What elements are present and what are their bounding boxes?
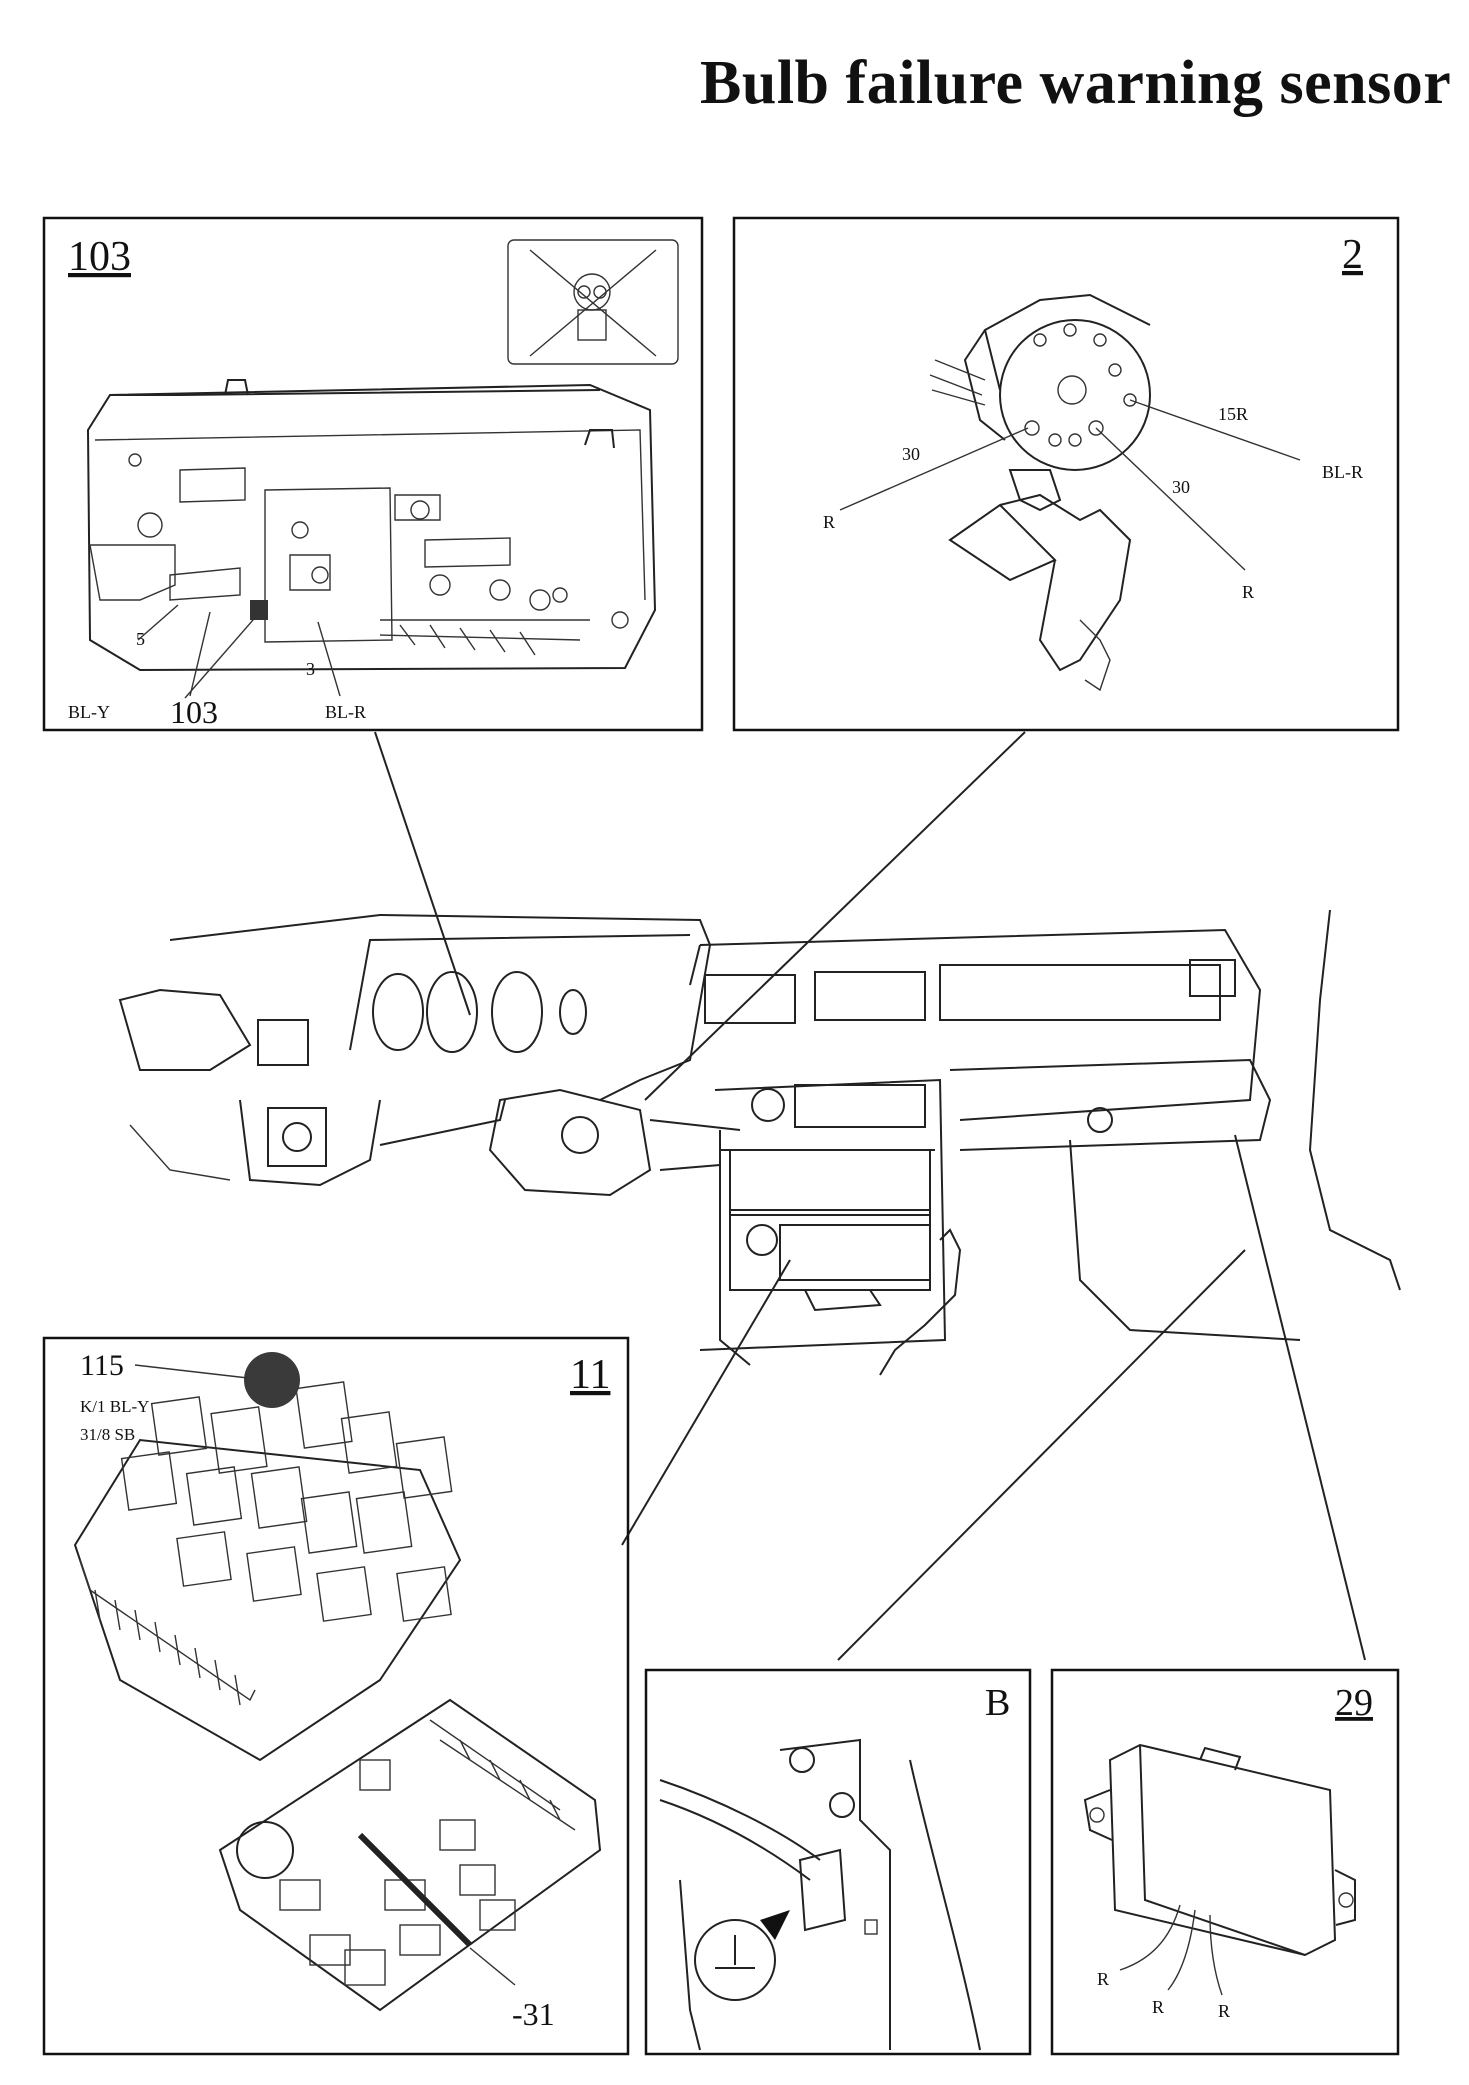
label-sensor-r2: R [1152,1997,1164,2017]
label-pin15r: 15R [1218,404,1248,424]
label-sensor-r1: R [1097,1969,1109,1989]
label-pin30-right: 30 [1172,477,1190,497]
label-ground-31: -31 [512,1996,555,2032]
leader-switch [644,731,1026,1101]
label-pin30-left: 30 [902,444,920,464]
label-pin3: 3 [306,659,315,679]
label-31-8-sb: 31/8 SB [80,1425,135,1444]
fuse-box-drawing [218,1698,602,2012]
panel-ground: B [644,1668,1032,2056]
leader-relay [621,1259,791,1546]
panel-sensor-frame [1050,1668,1400,2056]
page-title: Bulb failure warning sensor [700,49,1452,117]
label-wire-blr-switch: BL-R [1322,462,1363,482]
label-connector-103: 103 [170,694,218,730]
label-wire-bly: BL-Y [68,702,110,722]
leader-sensor [1234,1134,1366,1661]
warning-sensor-drawing [1083,1743,1356,1996]
ground-point-drawing [659,1738,981,2051]
panel-relay-frame [42,1336,630,2056]
panel-relay-number: 11 [570,1352,610,1398]
panel-switch: 2 30 R 15R BL-R 30 R [732,216,1400,732]
dashboard-drawing [118,909,1401,1376]
bulb-crossed-icon [507,239,679,365]
panel-sensor: 29 R R R [1050,1668,1400,2056]
label-k1-bly: K/1 BL-Y [80,1397,149,1416]
panel-switch-number: 2 [1342,232,1363,278]
panel-instrument-number: 103 [68,234,131,280]
leader-ground [837,1249,1246,1661]
panel-instrument: 103 [42,216,704,732]
panel-switch-frame [732,216,1400,732]
leader-instrument [374,731,471,1016]
panel-relay: 11 [42,1336,630,2056]
label-115: 115 [80,1349,124,1382]
panel-ground-frame [644,1668,1032,2056]
light-switch-drawing [929,293,1151,692]
relay-block-drawing [73,1352,462,1762]
panel-instrument-frame [42,216,704,732]
label-wire-blr: BL-R [325,702,366,722]
instrument-cluster-drawing [86,379,657,672]
label-pin5: 5 [136,629,145,649]
label-wire-r-left: R [823,512,835,532]
panel-ground-number: B [985,1682,1010,1724]
label-sensor-r3: R [1218,2001,1230,2021]
label-wire-r-right: R [1242,582,1254,602]
panel-sensor-number: 29 [1335,1682,1373,1724]
